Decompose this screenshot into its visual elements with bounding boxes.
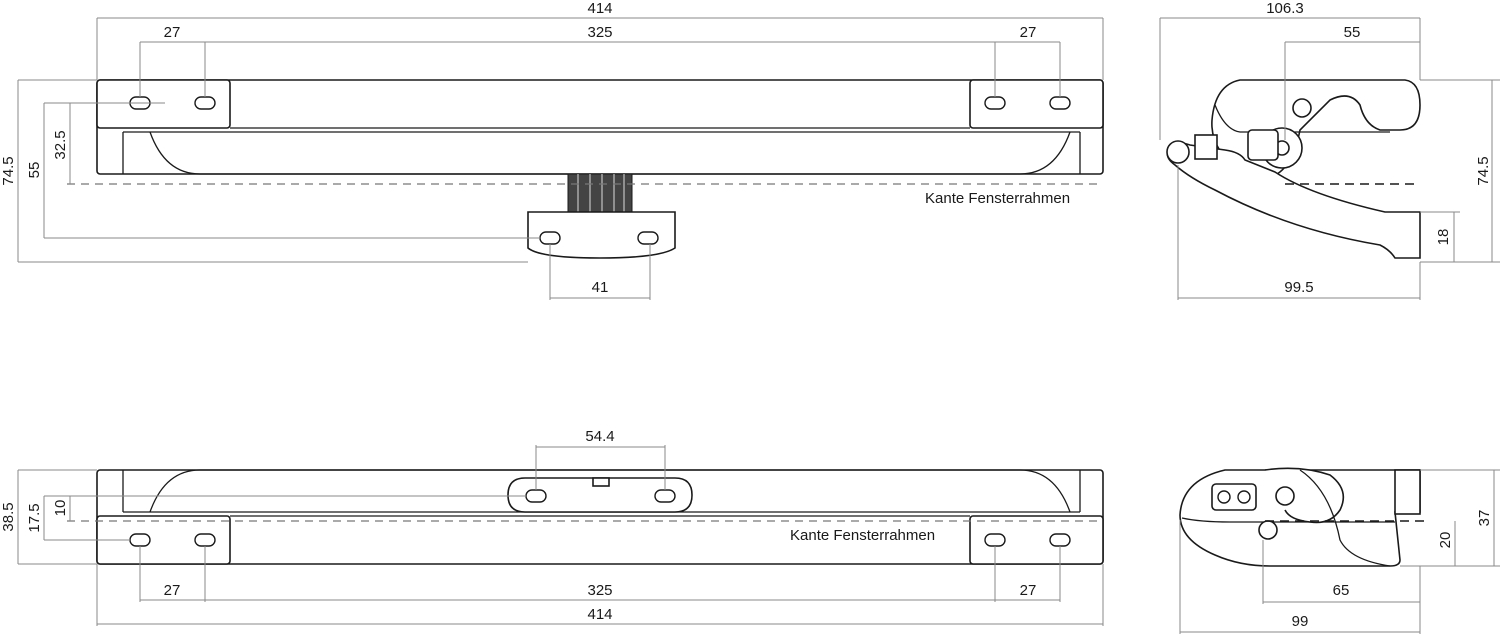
bottom-mount-bracket bbox=[507, 477, 693, 513]
dim-bottom-overall-width: 414 bbox=[587, 606, 612, 623]
dim-height-mid: 55 bbox=[26, 162, 43, 179]
top-side-inner-curve bbox=[1214, 104, 1390, 133]
dim-center-spacing: 325 bbox=[587, 24, 612, 41]
top-front-view: Kante Fensterrahmen 414 27 325 27 74.5 5… bbox=[0, 0, 1104, 300]
top-arm-linkage bbox=[567, 173, 633, 213]
slot-hole bbox=[654, 489, 676, 503]
top-left-plate bbox=[96, 79, 231, 129]
slot-hole bbox=[194, 96, 216, 110]
dim-bsv-partial-width: 65 bbox=[1333, 582, 1350, 599]
dim-bottom-height-total: 38.5 bbox=[0, 502, 17, 531]
bottom-side-hole bbox=[1217, 490, 1231, 504]
slot-hole bbox=[1049, 96, 1071, 110]
dim-side-partial-width: 55 bbox=[1344, 24, 1361, 41]
bottom-side-screw-2 bbox=[1258, 520, 1278, 540]
slot-hole bbox=[984, 533, 1006, 547]
bottom-side-hole bbox=[1237, 490, 1251, 504]
dim-side-height-total: 74.5 bbox=[1475, 156, 1492, 185]
slot-hole bbox=[129, 533, 151, 547]
top-side-arm bbox=[1166, 142, 1421, 259]
dim-bottom-right-spacing: 27 bbox=[1020, 582, 1037, 599]
dim-side-bottom-width: 99.5 bbox=[1284, 279, 1313, 296]
top-side-pivot bbox=[1166, 140, 1190, 164]
top-side-block bbox=[1247, 129, 1279, 161]
dim-side-height-small: 18 bbox=[1435, 229, 1452, 246]
dim-right-spacing: 27 bbox=[1020, 24, 1037, 41]
slot-hole bbox=[637, 231, 659, 245]
top-side-view: 106.3 55 74.5 18 99.5 bbox=[1159, 0, 1500, 300]
dim-left-spacing: 27 bbox=[164, 24, 181, 41]
slot-hole bbox=[539, 231, 561, 245]
dim-bottom-height-small: 10 bbox=[52, 500, 69, 517]
dim-bottom-left-spacing: 27 bbox=[164, 582, 181, 599]
frame-edge-label: Kante Fensterrahmen bbox=[925, 190, 1070, 207]
bottom-side-arm-curve bbox=[1299, 469, 1391, 567]
dim-bsv-overall-width: 99 bbox=[1292, 613, 1309, 630]
dim-height-small: 32.5 bbox=[52, 130, 69, 159]
dim-bsv-height-small: 20 bbox=[1437, 532, 1454, 549]
dim-overall-width: 414 bbox=[587, 0, 612, 17]
slot-hole bbox=[984, 96, 1006, 110]
bottom-bracket-tab bbox=[592, 477, 610, 487]
slot-hole bbox=[525, 489, 547, 503]
bottom-side-screw bbox=[1275, 486, 1295, 506]
dim-bracket-spacing: 41 bbox=[592, 279, 609, 296]
top-side-pivot-block bbox=[1194, 134, 1218, 160]
bottom-side-view: 37 20 65 99 bbox=[1179, 467, 1500, 634]
bottom-side-inner-line bbox=[1181, 517, 1395, 523]
top-side-screw bbox=[1292, 98, 1312, 118]
dim-bottom-center-spacing: 325 bbox=[587, 582, 612, 599]
top-right-plate bbox=[969, 79, 1104, 129]
bottom-rail-curve bbox=[149, 469, 1071, 513]
top-rail-body bbox=[96, 79, 1104, 175]
dim-side-overall-width: 106.3 bbox=[1266, 0, 1304, 17]
dim-height-total: 74.5 bbox=[0, 156, 17, 185]
slot-hole bbox=[1049, 533, 1071, 547]
top-mount-bracket bbox=[527, 211, 676, 259]
dim-bottom-bracket-spacing: 54.4 bbox=[585, 428, 614, 445]
dim-bsv-height-total: 37 bbox=[1476, 510, 1493, 527]
slot-hole bbox=[194, 533, 216, 547]
bottom-side-endcap bbox=[1394, 469, 1421, 515]
bottom-front-view: Kante Fensterrahmen 54.4 38.5 17.5 10 27… bbox=[0, 428, 1104, 626]
bottom-right-plate bbox=[969, 515, 1104, 565]
dim-bottom-height-mid: 17.5 bbox=[26, 503, 43, 532]
frame-edge-label: Kante Fensterrahmen bbox=[790, 527, 935, 544]
